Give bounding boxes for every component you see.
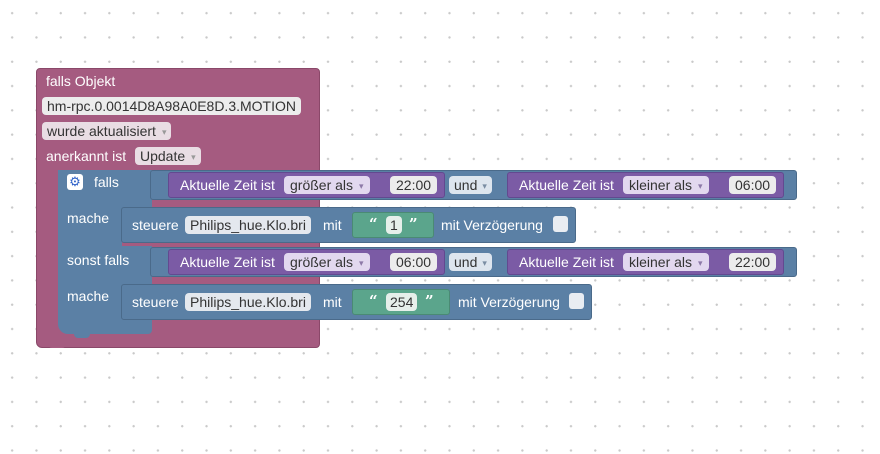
control-label: steuere [132, 217, 179, 233]
time-compare-block[interactable]: Aktuelle Zeit ist größer als▾ 22:00 [168, 172, 445, 198]
chevron-down-icon: ▾ [482, 258, 487, 268]
operator-select[interactable]: kleiner als▾ [623, 253, 709, 271]
text-value-block[interactable]: “ 1 ” [352, 212, 434, 238]
time-compare-block[interactable]: Aktuelle Zeit ist kleiner als▾ 06:00 [507, 172, 784, 198]
close-quote-icon: ” [425, 292, 434, 310]
chevron-down-icon: ▾ [698, 258, 703, 268]
chevron-down-icon: ▾ [359, 258, 364, 268]
event-header-label: falls Objekt [46, 73, 116, 89]
ack-select-value: Update [140, 148, 186, 164]
compare-label: Aktuelle Zeit ist [180, 254, 275, 270]
do-label: mache [67, 210, 110, 226]
elseif-label: sonst falls [67, 252, 130, 268]
time-compare-block[interactable]: Aktuelle Zeit ist kleiner als▾ 22:00 [507, 249, 784, 275]
gear-icon[interactable]: ⚙ [67, 174, 83, 190]
ack-select[interactable]: Update ▾ [135, 147, 201, 165]
operator-select[interactable]: kleiner als▾ [623, 176, 709, 194]
object-id-field[interactable]: hm-rpc.0.0014D8A98A0E8D.3.MOTION [42, 97, 301, 115]
and-block-2[interactable]: Aktuelle Zeit ist größer als▾ 06:00 und▾… [150, 247, 797, 277]
time-compare-block[interactable]: Aktuelle Zeit ist größer als▾ 06:00 [168, 249, 445, 275]
text-value-input[interactable]: 1 [386, 216, 402, 234]
object-select[interactable]: Philips_hue.Klo.bri [185, 293, 311, 311]
time-input[interactable]: 06:00 [390, 253, 438, 271]
elseif-block-head [58, 246, 152, 286]
chevron-down-icon: ▾ [698, 181, 703, 191]
close-quote-icon: ” [409, 215, 418, 233]
chevron-down-icon: ▾ [161, 127, 167, 137]
event-block-notch [48, 340, 66, 348]
with-label: mit [323, 294, 342, 310]
time-input[interactable]: 22:00 [729, 253, 777, 271]
delay-label: mit Verzögerung [458, 294, 560, 310]
delay-checkbox[interactable] [569, 293, 584, 309]
trigger-select[interactable]: wurde aktualisiert ▾ [42, 122, 172, 140]
chevron-down-icon: ▾ [191, 152, 196, 162]
text-value-input[interactable]: 254 [386, 293, 418, 311]
open-quote-icon: “ [369, 215, 378, 233]
open-quote-icon: “ [369, 292, 378, 310]
with-label: mit [323, 217, 342, 233]
and-select[interactable]: und▾ [449, 176, 492, 194]
do-label-2: mache [67, 288, 110, 304]
compare-label: Aktuelle Zeit ist [180, 177, 275, 193]
control-block-1[interactable]: steuere Philips_hue.Klo.bri mit “ 1 ” mi… [121, 207, 576, 243]
compare-label: Aktuelle Zeit ist [519, 177, 614, 193]
time-input[interactable]: 06:00 [729, 176, 777, 194]
object-select[interactable]: Philips_hue.Klo.bri [185, 216, 311, 234]
chevron-down-icon: ▾ [482, 181, 487, 191]
control-label: steuere [132, 294, 179, 310]
ack-label: anerkannt ist [46, 148, 127, 164]
trigger-select-value: wurde aktualisiert [47, 123, 156, 139]
if-block-notch [74, 330, 90, 338]
text-value-block[interactable]: “ 254 ” [352, 289, 450, 315]
if-block-foot [58, 318, 152, 334]
delay-checkbox[interactable] [553, 216, 568, 232]
and-block-1[interactable]: Aktuelle Zeit ist größer als▾ 22:00 und▾… [150, 170, 797, 200]
time-input[interactable]: 22:00 [390, 176, 438, 194]
if-label: falls [94, 174, 119, 190]
delay-label: mit Verzögerung [441, 217, 543, 233]
compare-label: Aktuelle Zeit ist [519, 254, 614, 270]
chevron-down-icon: ▾ [359, 181, 364, 191]
and-select[interactable]: und▾ [449, 253, 492, 271]
operator-select[interactable]: größer als▾ [284, 253, 370, 271]
control-block-2[interactable]: steuere Philips_hue.Klo.bri mit “ 254 ” … [121, 284, 592, 320]
operator-select[interactable]: größer als▾ [284, 176, 370, 194]
